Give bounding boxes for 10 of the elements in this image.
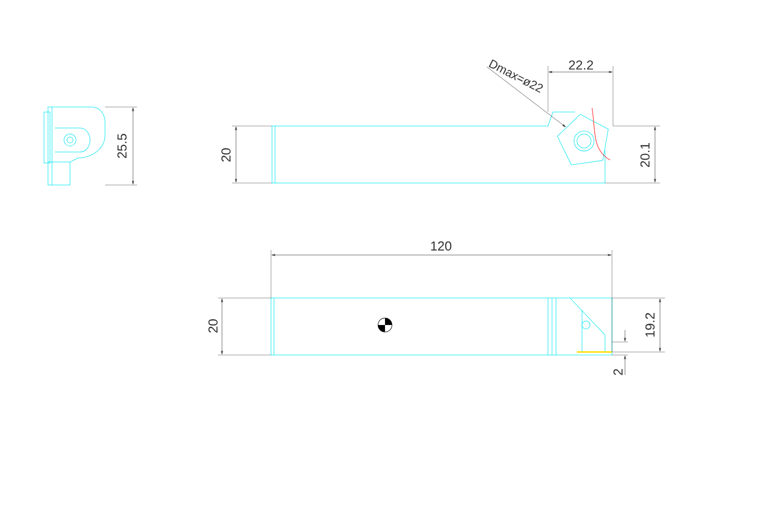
leader-line (486, 66, 566, 128)
dimension-value: 22.2 (569, 60, 593, 70)
dimension-value: 20 (208, 319, 218, 333)
insert-drawing (557, 108, 610, 166)
dimension-value: 19.2 (645, 313, 655, 337)
dimension-value: 2 (613, 369, 623, 375)
dimension-value: 25.5 (117, 134, 127, 158)
dimension-value: 120 (431, 241, 452, 251)
dimension-value: 20.1 (640, 142, 650, 167)
dimension-value: 20 (221, 148, 231, 162)
